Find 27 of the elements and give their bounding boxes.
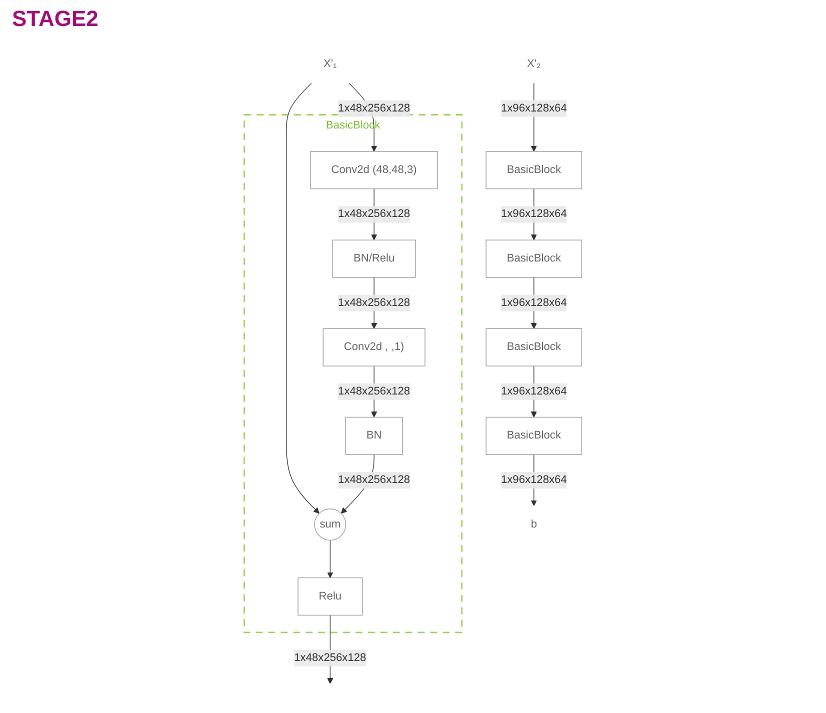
- edge-label: 1x96x128x64: [500, 385, 567, 398]
- node-text: X'₂: [527, 58, 541, 70]
- edge-label: 1x48x256x128: [338, 474, 410, 486]
- edge-label: 1x96x128x64: [500, 208, 567, 220]
- node-box: BN/Relu: [332, 240, 416, 278]
- edge-label: 1x96x128x64: [500, 102, 567, 114]
- diagram-title: STAGE2: [12, 6, 98, 32]
- node-circle: sum: [314, 508, 346, 540]
- node-box: BasicBlock: [486, 328, 582, 366]
- edge-label: 1x96x128x64: [500, 296, 567, 309]
- node-box: BasicBlock: [486, 151, 582, 190]
- node-text: b: [530, 518, 537, 530]
- edge-label: 1x48x256x128: [338, 102, 410, 114]
- node-box: Relu: [298, 577, 363, 616]
- arrow: [327, 540, 334, 578]
- node-text: X'₁: [324, 58, 337, 70]
- edge-label: 1x48x256x128: [294, 652, 366, 664]
- node-box: BN: [345, 416, 403, 455]
- node-box: Conv2d , ,1): [322, 328, 426, 366]
- node-box: Conv2d (48,48,3): [310, 151, 438, 190]
- edge-label: 1x48x256x128: [338, 385, 410, 398]
- arrow: [286, 82, 320, 514]
- edge-label: 1x48x256x128: [338, 208, 410, 220]
- node-box: BasicBlock: [486, 240, 582, 278]
- node-box: BasicBlock: [486, 416, 582, 455]
- edge-label: 1x96x128x64: [500, 474, 567, 486]
- edge-label: 1x48x256x128: [338, 296, 410, 309]
